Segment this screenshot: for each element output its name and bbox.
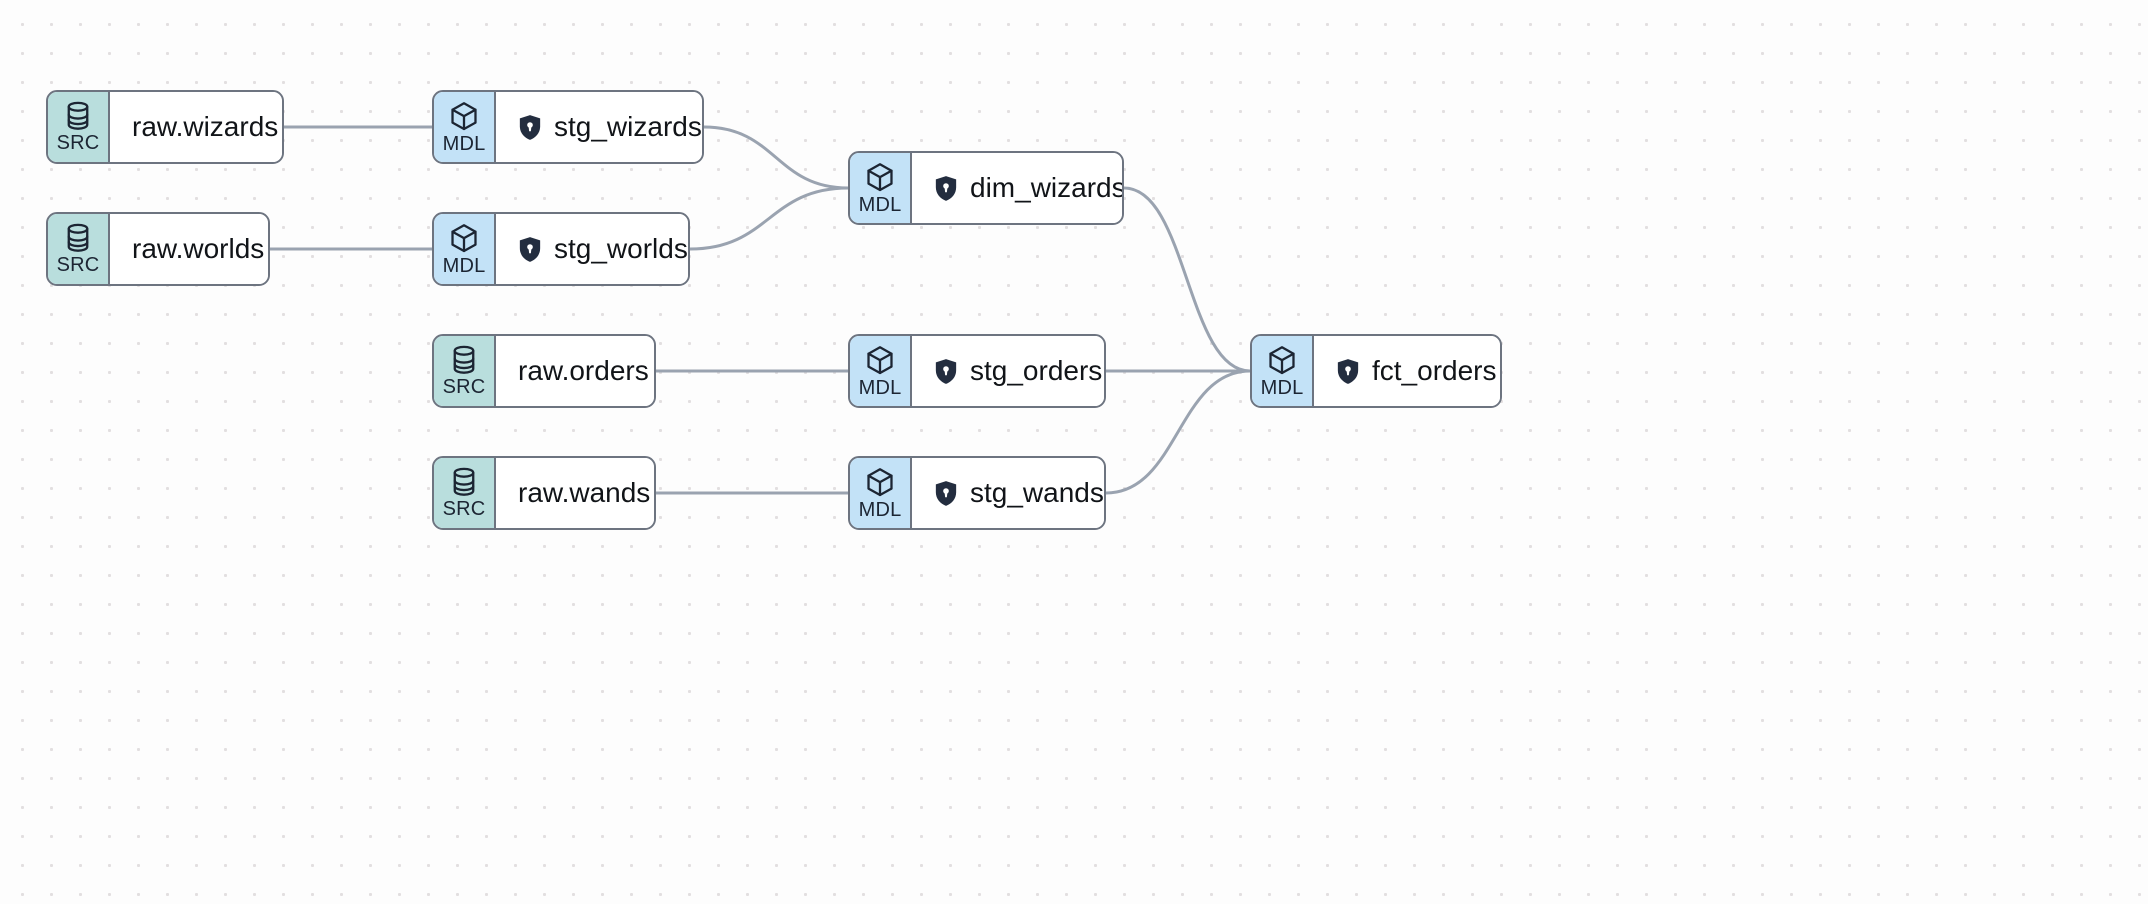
node-body: raw.wands bbox=[496, 458, 654, 528]
node-body: raw.wizards bbox=[110, 92, 282, 162]
node-kind-label: MDL bbox=[442, 132, 486, 155]
edge-stg_wizards-to-dim_wizards bbox=[702, 125, 850, 190]
node-kind-label: MDL bbox=[858, 193, 902, 216]
node-raw_wands[interactable]: SRC raw.wands bbox=[432, 456, 656, 530]
node-kind-label: MDL bbox=[1260, 376, 1304, 399]
node-badge-mdl: MDL bbox=[850, 336, 912, 406]
node-badge-mdl: MDL bbox=[434, 92, 496, 162]
node-badge-src: SRC bbox=[48, 92, 110, 162]
node-body: stg_wizards bbox=[496, 92, 702, 162]
node-dim_wizards[interactable]: MDL dim_wizards bbox=[848, 151, 1124, 225]
node-badge-mdl: MDL bbox=[850, 153, 912, 223]
node-label: raw.wands bbox=[518, 477, 651, 508]
shield-lock-icon bbox=[934, 175, 958, 202]
shield-lock-icon bbox=[1336, 358, 1360, 385]
node-label: raw.worlds bbox=[132, 233, 265, 264]
shield-lock-icon bbox=[934, 358, 958, 385]
node-badge-mdl: MDL bbox=[1252, 336, 1314, 406]
shield-lock-icon bbox=[934, 480, 958, 507]
cube-icon bbox=[865, 162, 895, 193]
edge-stg_worlds-to-dim_wizards bbox=[688, 186, 850, 251]
node-raw_wizards[interactable]: SRC raw.wizards bbox=[46, 90, 284, 164]
node-body: fct_orders bbox=[1314, 336, 1500, 406]
node-stg_wizards[interactable]: MDL stg_wizards bbox=[432, 90, 704, 164]
node-label: stg_worlds bbox=[554, 233, 688, 264]
node-label: fct_orders bbox=[1372, 355, 1497, 386]
shield-lock-icon bbox=[518, 114, 542, 141]
cube-icon bbox=[449, 101, 479, 132]
node-body: stg_orders bbox=[912, 336, 1104, 406]
node-label: raw.orders bbox=[518, 355, 649, 386]
database-icon bbox=[450, 467, 478, 497]
node-label: raw.wizards bbox=[132, 111, 279, 142]
node-body: stg_worlds bbox=[496, 214, 688, 284]
edge-stg_wands-to-fct_orders bbox=[1104, 369, 1252, 495]
node-kind-label: SRC bbox=[56, 254, 100, 276]
database-icon bbox=[64, 101, 92, 131]
cube-icon bbox=[1267, 345, 1297, 376]
node-kind-label: MDL bbox=[858, 376, 902, 399]
node-kind-label: SRC bbox=[442, 498, 486, 520]
edge-dim_wizards-to-fct_orders bbox=[1122, 186, 1252, 373]
cube-icon bbox=[865, 467, 895, 498]
node-kind-label: SRC bbox=[442, 376, 486, 398]
cube-icon bbox=[449, 223, 479, 254]
node-badge-mdl: MDL bbox=[434, 214, 496, 284]
node-badge-src: SRC bbox=[434, 336, 496, 406]
shield-lock-icon bbox=[518, 236, 542, 263]
node-stg_orders[interactable]: MDL stg_orders bbox=[848, 334, 1106, 408]
node-stg_wands[interactable]: MDL stg_wands bbox=[848, 456, 1106, 530]
node-body: dim_wizards bbox=[912, 153, 1124, 223]
node-label: dim_wizards bbox=[970, 172, 1124, 203]
node-kind-label: SRC bbox=[56, 132, 100, 154]
node-label: stg_wizards bbox=[554, 111, 702, 142]
node-raw_worlds[interactable]: SRC raw.worlds bbox=[46, 212, 270, 286]
database-icon bbox=[450, 345, 478, 375]
node-stg_worlds[interactable]: MDL stg_worlds bbox=[432, 212, 690, 286]
node-body: raw.orders bbox=[496, 336, 654, 406]
node-raw_orders[interactable]: SRC raw.orders bbox=[432, 334, 656, 408]
database-icon bbox=[64, 223, 92, 253]
node-label: stg_wands bbox=[970, 477, 1104, 508]
node-label: stg_orders bbox=[970, 355, 1103, 386]
node-kind-label: MDL bbox=[442, 254, 486, 277]
node-badge-src: SRC bbox=[48, 214, 110, 284]
node-badge-src: SRC bbox=[434, 458, 496, 528]
node-fct_orders[interactable]: MDL fct_orders bbox=[1250, 334, 1502, 408]
node-body: stg_wands bbox=[912, 458, 1104, 528]
node-badge-mdl: MDL bbox=[850, 458, 912, 528]
node-kind-label: MDL bbox=[858, 498, 902, 521]
node-body: raw.worlds bbox=[110, 214, 268, 284]
cube-icon bbox=[865, 345, 895, 376]
